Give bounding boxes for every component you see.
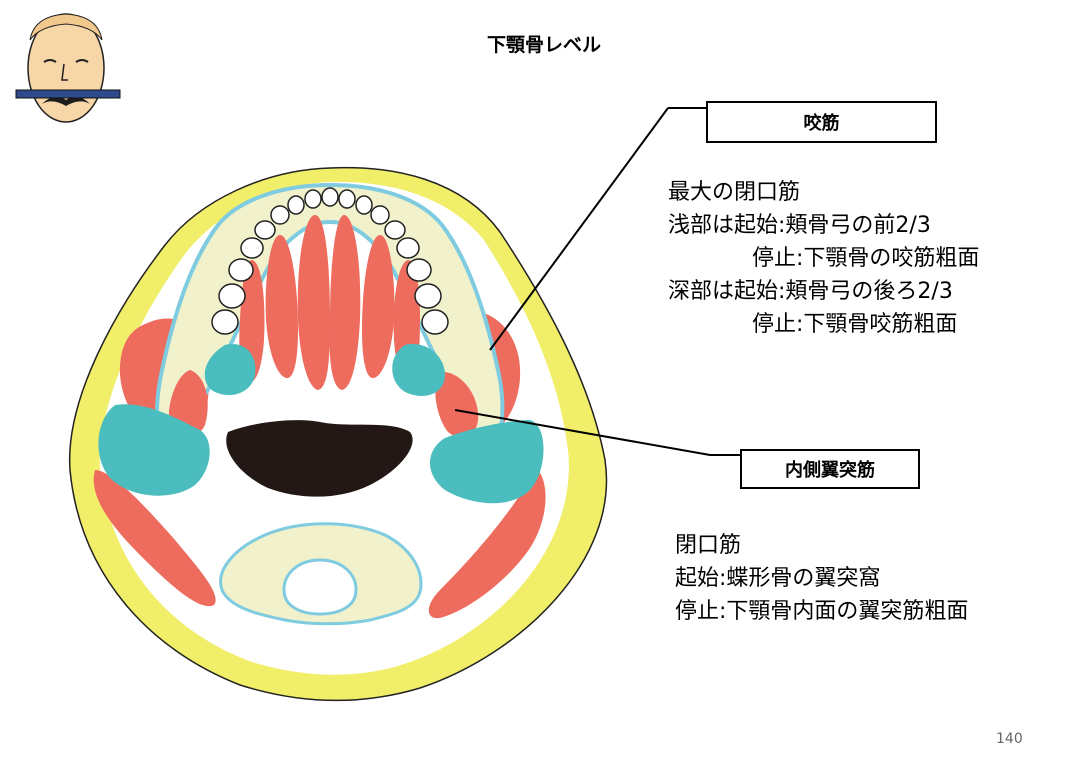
- tooth: [396, 237, 420, 259]
- pterygoid-desc-line: 停止:下顎骨内面の翼突筋粗面: [675, 599, 969, 624]
- airway: [226, 420, 413, 497]
- tooth: [406, 258, 432, 282]
- face-right-eye: [75, 59, 89, 63]
- tongue-muscle-right: [362, 235, 395, 379]
- page-number: 140: [996, 731, 1023, 747]
- face-mustache: [42, 96, 90, 106]
- face-level-icon: [15, 13, 121, 123]
- masseter-desc-line: 浅部は起始:頬骨弓の前2/3: [668, 213, 931, 238]
- face-left-eye: [43, 59, 57, 63]
- tooth: [355, 195, 373, 215]
- tooth: [240, 237, 264, 259]
- face-nose: [61, 63, 68, 81]
- tooth: [228, 258, 254, 282]
- masseter-description: 最大の閉口筋 浅部は起始:頬骨弓の前2/3 停止:下顎骨の咬筋粗面 深部は起始:…: [668, 176, 979, 341]
- teal-muscle-upper-right: [392, 344, 445, 396]
- spinal-canal: [282, 558, 358, 616]
- teal-muscle-lower-right: [430, 420, 544, 504]
- masseter-desc-line: 最大の閉口筋: [668, 180, 801, 205]
- tooth: [218, 283, 246, 309]
- masseter-leader-line: [489, 107, 669, 351]
- tongue-muscle-left: [265, 235, 298, 379]
- teal-muscle-upper-left: [204, 344, 256, 396]
- masseter-desc-line: 停止:下顎骨の咬筋粗面: [752, 246, 980, 271]
- tooth: [254, 220, 276, 240]
- face-level-bar: [15, 89, 121, 99]
- tooth: [338, 189, 356, 209]
- pterygoid-leader-line: [454, 409, 711, 456]
- medial-pterygoid-right: [435, 371, 479, 438]
- masseter-desc-line: 深部は起始:頬骨弓の後ろ2/3: [668, 279, 953, 304]
- pterygoid-desc-line: 起始:蝶形骨の翼突窩: [675, 566, 881, 591]
- neck-muscle-left: [93, 470, 216, 607]
- pterygoid-desc-line: 閉口筋: [675, 533, 742, 558]
- tooth: [321, 187, 339, 207]
- tooth: [384, 220, 406, 240]
- medial-pterygoid-description: 閉口筋 起始:蝶形骨の翼突窩 停止:下顎骨内面の翼突筋粗面: [675, 529, 968, 628]
- page-title: 下顎骨レベル: [486, 34, 601, 56]
- medial-pterygoid-label: 内側翼突筋: [740, 449, 920, 489]
- masseter-desc-line: 停止:下顎骨咬筋粗面: [752, 312, 958, 337]
- tooth: [211, 309, 239, 335]
- teeth-row: [211, 187, 449, 335]
- masseter-label: 咬筋: [706, 101, 937, 143]
- tongue-muscle-center-left: [297, 215, 330, 390]
- tooth: [287, 195, 305, 215]
- neck-muscle-right: [428, 470, 546, 619]
- tooth: [421, 309, 449, 335]
- tooth: [370, 205, 390, 225]
- tooth: [270, 205, 290, 225]
- tongue-muscle-center-right: [329, 215, 361, 390]
- tooth: [304, 189, 322, 209]
- tooth: [414, 283, 442, 309]
- teal-muscle-lower-left: [98, 404, 210, 496]
- face-hair: [29, 13, 103, 41]
